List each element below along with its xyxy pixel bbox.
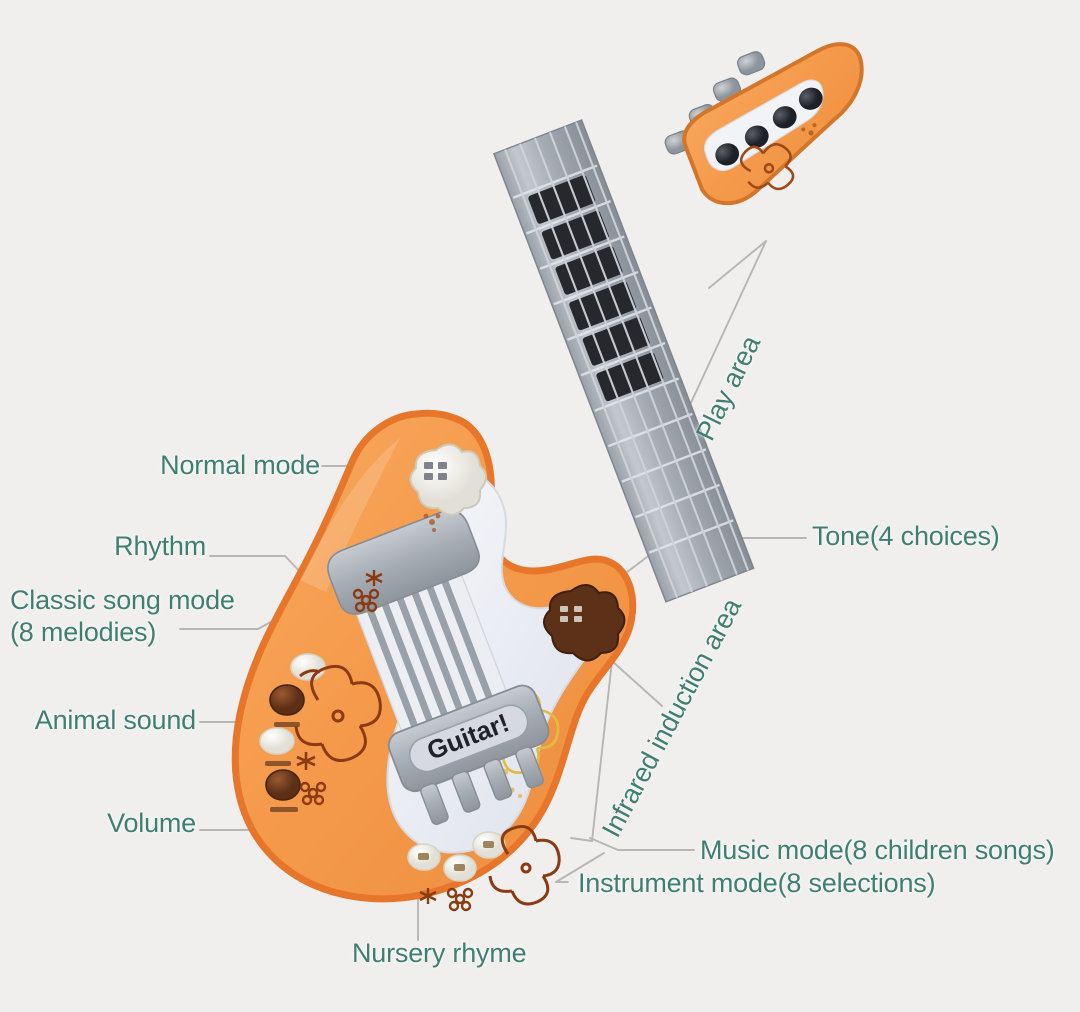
callout-label-instrument-mode: Instrument mode(8 selections)	[578, 868, 936, 898]
callout-label-rhythm: Rhythm	[114, 531, 206, 561]
callout-label-normal-mode: Normal mode	[160, 450, 320, 480]
callout-label-classic-song-mode: Classic song mode	[10, 585, 235, 615]
callout-label-volume: Volume	[107, 808, 196, 838]
callout-label-music-mode: Music mode(8 children songs)	[700, 835, 1055, 865]
callout-label-nursery-rhyme: Nursery rhyme	[352, 938, 527, 968]
callout-label-tone: Tone(4 choices)	[812, 521, 1000, 551]
callout-label-classic-song-melodies: (8 melodies)	[10, 617, 157, 647]
callout-label-animal-sound: Animal sound	[34, 705, 196, 735]
